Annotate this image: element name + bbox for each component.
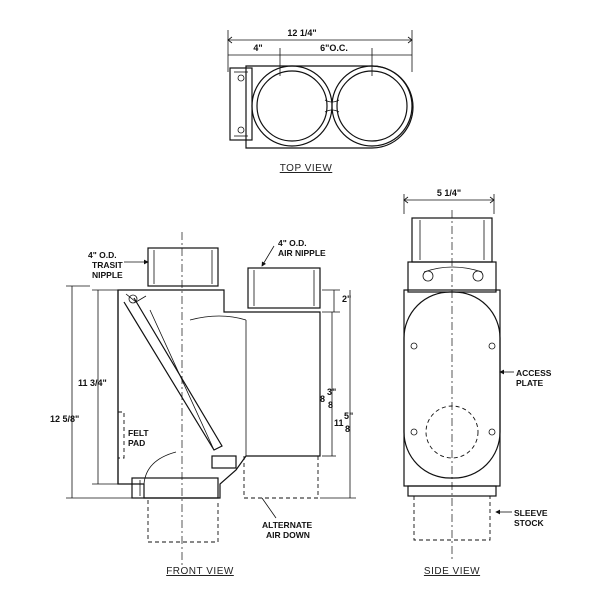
front-alt-label-2: AIR DOWN [266, 530, 310, 540]
side-top-nipple [411, 217, 493, 263]
side-view-title: SIDE VIEW [424, 566, 480, 577]
side-dim-width: 5 1/4" [437, 188, 461, 198]
top-clamp [229, 67, 253, 141]
front-bottom-stub [147, 500, 219, 543]
front-air-label-2: AIR NIPPLE [278, 248, 326, 258]
front-dim-8-den: 8 [328, 400, 333, 410]
front-air-label-1: 4" O.D. [278, 238, 307, 248]
front-dim-8-num: 3" [327, 387, 336, 397]
top-left-tube-outer [251, 65, 333, 147]
front-felt-pad [118, 411, 125, 459]
front-trasit-nipple [147, 247, 219, 287]
front-view-title: FRONT VIEW [166, 566, 234, 577]
front-dim-8-whole: 8 [320, 394, 325, 404]
top-right-tube-outer [331, 65, 413, 147]
top-dim-center: 6"O.C. [320, 43, 348, 53]
side-view: 5 1/4" ACCESS PLATE SLEEVE STOCK SIDE [403, 188, 552, 577]
front-dim-11-whole: 11 [334, 418, 344, 428]
front-dim-12-58: 12 5/8" [50, 414, 79, 424]
top-view-title: TOP VIEW [280, 163, 333, 174]
front-trasit-label-1: 4" O.D. [88, 250, 117, 260]
front-dim-11-den: 8 [345, 424, 350, 434]
front-air-nipple [247, 267, 321, 309]
top-right-tube-inner [336, 70, 408, 142]
top-dim-overall: 12 1/4" [287, 28, 316, 38]
front-dim-11-34: 11 3/4" [78, 378, 107, 388]
side-access-plate [403, 291, 501, 479]
side-access-label-2: PLATE [516, 378, 544, 388]
front-felt-label-2: PAD [128, 438, 145, 448]
front-trasit-label-3: NIPPLE [92, 270, 123, 280]
front-alternate-air-down [243, 456, 319, 499]
front-alt-label-1: ALTERNATE [262, 520, 313, 530]
side-sleeve-stock [413, 496, 491, 541]
side-dashed-port [425, 405, 479, 459]
side-sleeve-label-1: SLEEVE [514, 508, 548, 518]
side-sleeve-label-2: STOCK [514, 518, 544, 528]
front-view: 4" O.D. TRASIT NIPPLE 4" O.D. AIR NIPPLE… [50, 232, 356, 577]
side-access-label-1: ACCESS [516, 368, 552, 378]
top-left-tube-inner [256, 70, 328, 142]
top-dim-left: 4" [253, 43, 262, 53]
front-dim-2: 2" [342, 294, 351, 304]
top-view: 12 1/4" 4" 6"O.C. TOP VIEW [227, 28, 414, 174]
front-felt-label-1: FELT [128, 428, 149, 438]
front-dim-11-num: 5" [344, 411, 353, 421]
front-trasit-label-2: TRASIT [92, 260, 124, 270]
